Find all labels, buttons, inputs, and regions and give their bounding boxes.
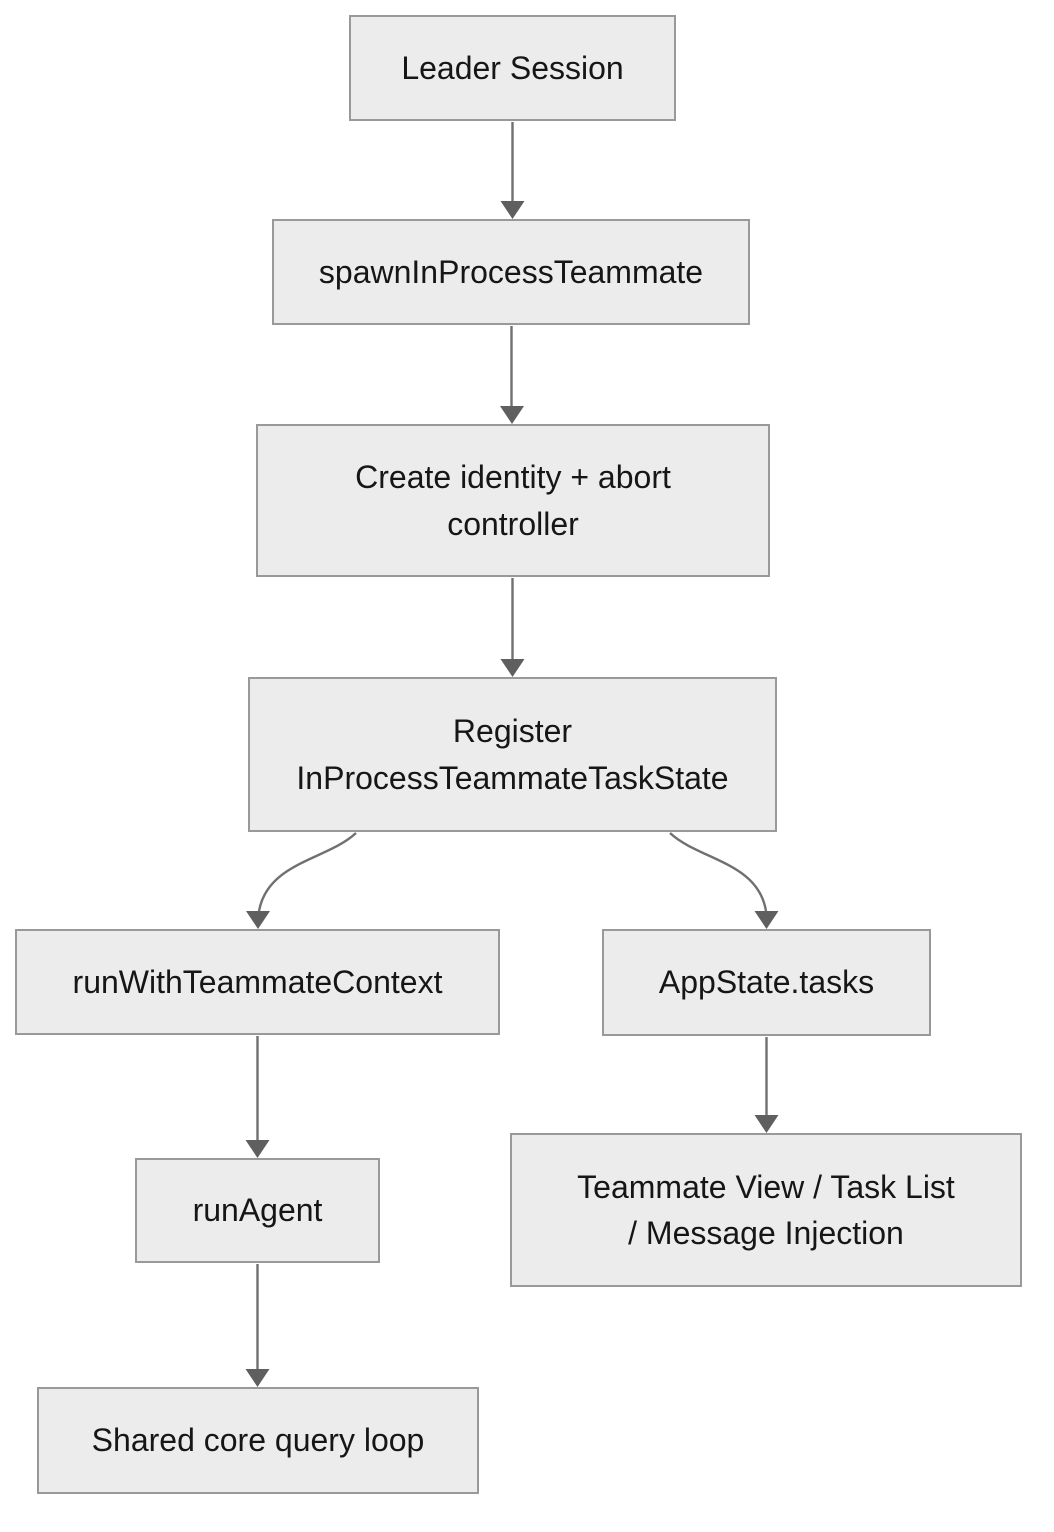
arrowhead-icon xyxy=(245,1140,270,1158)
node-leader-session: Leader Session xyxy=(349,15,676,121)
edge-spawn-to-identity xyxy=(500,326,524,424)
node-appstate-tasks: AppState.tasks xyxy=(602,929,931,1036)
arrowhead-icon xyxy=(500,201,525,219)
arrowhead-icon xyxy=(754,911,779,929)
node-create-identity-abort-controller: Create identity + abort controller xyxy=(256,424,770,577)
arrowhead-icon xyxy=(500,406,524,424)
node-shared-core-query-loop: Shared core query loop xyxy=(37,1387,479,1494)
node-spawn-in-process-teammate: spawnInProcessTeammate xyxy=(272,219,750,325)
node-run-agent: runAgent xyxy=(135,1158,380,1263)
node-run-with-teammate-context: runWithTeammateContext xyxy=(15,929,500,1035)
arrowhead-icon xyxy=(754,1115,779,1133)
edge-runctx-to-runagent xyxy=(245,1036,270,1158)
edge-leader-to-spawn xyxy=(500,122,525,219)
edge-register-to-runctx xyxy=(246,832,357,929)
arrowhead-icon xyxy=(500,659,525,677)
arrowhead-icon xyxy=(245,1369,270,1387)
edge-runagent-to-sharedloop xyxy=(245,1264,270,1387)
arrowhead-icon xyxy=(246,911,270,929)
node-teammate-view-task-list-message-injection: Teammate View / Task List / Message Inje… xyxy=(510,1133,1022,1287)
edge-register-to-appstate xyxy=(669,832,779,929)
edge-identity-to-register xyxy=(500,578,525,677)
node-register-in-process-teammate-task-state: Register InProcessTeammateTaskState xyxy=(248,677,777,832)
edge-appstate-to-teamview xyxy=(754,1037,779,1133)
